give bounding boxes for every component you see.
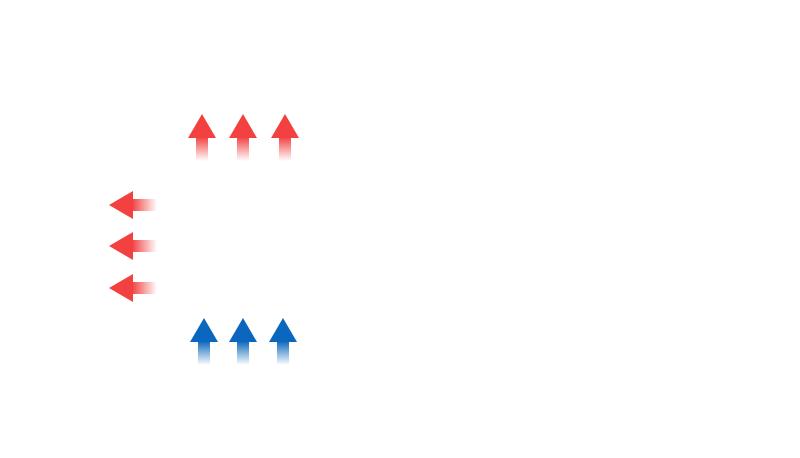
bottom-blue-arrow-group: [190, 318, 297, 365]
arrow-up-icon: [229, 114, 257, 161]
left-red-arrow-group: [109, 191, 157, 302]
arrow-left-icon: [109, 274, 157, 302]
arrow-left-icon: [109, 191, 157, 219]
arrow-up-icon: [190, 318, 218, 365]
arrow-up-icon: [188, 114, 216, 161]
arrow-up-icon: [229, 318, 257, 365]
arrow-up-icon: [271, 114, 299, 161]
arrow-up-icon: [269, 318, 297, 365]
arrow-left-icon: [109, 232, 157, 260]
top-red-arrow-group: [188, 114, 299, 161]
